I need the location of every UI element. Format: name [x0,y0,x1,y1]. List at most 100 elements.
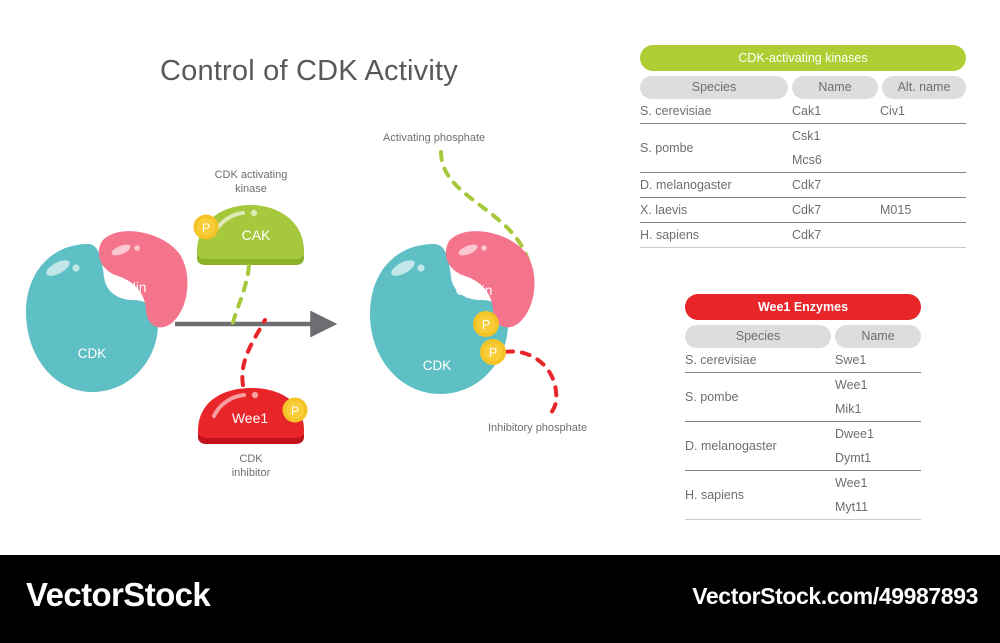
name-line: Swe1 [835,353,867,367]
table-row: H. sapiens Cdk7 [640,222,966,248]
cdk-label-right: CDK [423,358,452,373]
page-title: Control of CDK Activity [160,55,458,87]
cell-species: S. cerevisiae [685,348,835,373]
kinases-table: S. cerevisiae Cak1 Civ1 S. pombe Csk1 Mc… [640,99,966,248]
cell-name: Wee1 Mik1 [835,372,921,422]
wee1-table: S. cerevisiae Swe1 S. pombe Wee1 Mik1 [685,348,921,520]
cell-alt-name: M015 [880,197,966,223]
cdk-label-left: CDK [78,346,107,361]
table-banner-wee1: Wee1 Enzymes [685,294,921,320]
wee1-label: Wee1 [232,410,269,426]
cak-caption-line1: CDK activating [214,169,288,181]
cyclin-highlight-right [458,244,478,256]
inhibitory-dash-right [503,349,559,420]
cyclin-highlight-left [111,244,131,256]
cell-name: Dwee1 Dymt1 [835,421,921,471]
cell-name: Cak1 [792,99,880,124]
column-header-row-wee1: Species Name [685,325,921,348]
table-row: D. melanogaster Dwee1 Dymt1 [685,421,921,471]
inhibitory-dash-left [240,318,267,387]
cell-alt-name [880,172,966,198]
phosphate-inner-activating [476,314,496,334]
wee1-highlight [212,393,246,418]
wee1-caption-line2: inhibitor [231,467,271,479]
name-line: Cdk7 [792,203,822,217]
cyclin-blob-left [98,231,188,328]
name-line: Cdk7 [792,228,822,242]
cak-label: CAK [242,227,271,243]
cell-name: Cdk7 [792,172,880,198]
cyclin-highlight-dot-right [481,245,487,251]
column-header-row-cak: Species Name Alt. name [640,76,966,99]
cyclin-label-left: Cyclin [110,280,147,295]
cdk-highlight-right [391,260,415,276]
vectorstock-url: VectorStock.com/49987893 [692,583,978,609]
cell-name: Wee1 Myt11 [835,470,921,520]
table-wee1-enzymes: Wee1 Enzymes Species Name S. cerevisiae … [685,294,921,520]
wee1-caption: CDK inhibitor [186,452,316,480]
cdk-highlight-dot-right [417,264,425,272]
inhibitory-phosphate-label: Inhibitory phosphate [488,422,588,434]
cak-caption-line2: kinase [235,183,267,195]
cell-species: H. sapiens [640,222,792,248]
name-line: Myt11 [835,500,869,514]
table-row: D. melanogaster Cdk7 [640,172,966,198]
table-row: S. cerevisiae Swe1 [685,348,921,373]
name-line: Mik1 [835,402,862,416]
cell-alt-name: Civ1 [880,99,966,124]
column-header-species: Species [685,325,831,348]
name-line: Csk1 [792,129,821,143]
cell-name: Csk1 Mcs6 [792,123,880,173]
watermark-footer: VectorStock VectorStock.com/49987893 [0,555,1000,643]
cell-species: H. sapiens [685,470,835,520]
cell-species: D. melanogaster [640,172,792,198]
cell-name: Cdk7 [792,222,880,248]
cell-alt-name [880,222,966,248]
phosphate-label-cak: P [202,221,210,235]
table-row: X. laevis Cdk7 M015 [640,197,966,223]
cak-blob [197,205,304,259]
activating-phosphate-label: Activating phosphate [383,132,486,144]
cell-species: S. pombe [685,372,835,422]
right-cdk-cyclin-complex: Cyclin CDK P P [370,231,535,394]
wee1-table-body: S. cerevisiae Swe1 S. pombe Wee1 Mik1 [685,348,921,520]
column-header-alt-name: Alt. name [882,76,966,99]
wee1-molecule: Wee1 P [198,388,308,444]
cell-species: S. pombe [640,123,792,173]
table-cdk-activating-kinases: CDK-activating kinases Species Name Alt.… [640,45,966,248]
cdk-blob-right [370,244,508,394]
wee1-caption-line1: CDK [239,453,263,465]
cak-highlight-dot [250,209,258,217]
phosphate-label-inhibitory: P [489,346,497,360]
activating-dash-left [229,264,251,332]
cyclin-blob-right [445,231,535,328]
cell-species: S. cerevisiae [640,99,792,124]
cdk-activity-diagram: Cyclin CDK CAK P Wee1 P [26,150,559,444]
phosphate-label-activating: P [482,318,490,332]
left-cdk-cyclin-complex: Cyclin CDK [26,231,188,392]
table-row: H. sapiens Wee1 Myt11 [685,470,921,520]
column-header-name: Name [835,325,921,348]
cdk-highlight-left [46,260,70,276]
cell-species: D. melanogaster [685,421,835,471]
phosphate-inner-cak [197,218,215,236]
name-line: Wee1 [835,378,868,392]
phosphate-inner-wee1 [286,401,304,419]
cyclin-highlight-dot-left [134,245,140,251]
kinases-table-body: S. cerevisiae Cak1 Civ1 S. pombe Csk1 Mc… [640,99,966,248]
column-header-species: Species [640,76,788,99]
name-line: Mcs6 [792,153,822,167]
name-line: Wee1 [835,476,868,490]
phosphate-inner-inhibitory [483,342,503,362]
table-row: S. cerevisiae Cak1 Civ1 [640,99,966,124]
phosphate-label-wee1: P [291,404,299,418]
cdk-highlight-dot-left [72,264,80,272]
cell-name: Cdk7 [792,197,880,223]
column-header-name: Name [792,76,878,99]
cdk-blob-left [26,244,158,392]
name-line: Cak1 [792,104,822,118]
cell-alt-name [880,123,966,173]
vectorstock-logo: VectorStock [26,576,211,613]
name-line: Dymt1 [835,451,872,465]
